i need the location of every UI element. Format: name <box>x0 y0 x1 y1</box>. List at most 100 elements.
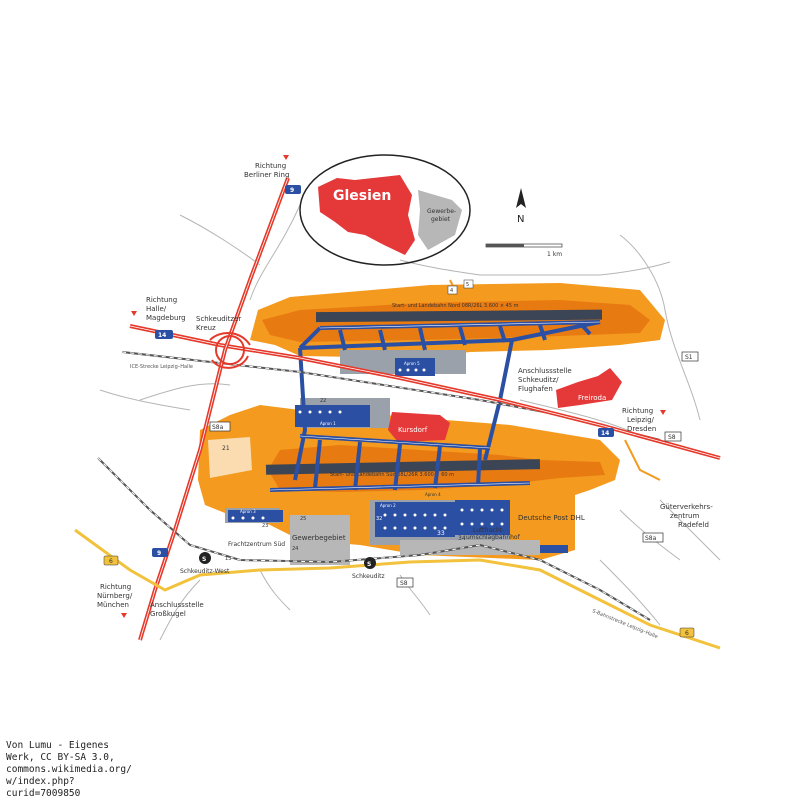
a9-north-shield: 9 <box>285 185 301 194</box>
gueterverkehrszentrum-label-1: Güterverkehrs- <box>660 503 713 511</box>
apron-4-label: Apron 4 <box>425 492 441 497</box>
schkeuditzer-kreuz-interchange <box>209 332 251 369</box>
highway-a14 <box>129 324 721 460</box>
luftfrachtumschlag-label-2: umschlagbahnhof <box>466 534 521 541</box>
north-arrow: N <box>516 188 526 225</box>
kursdorf-label: Kursdorf <box>398 426 428 434</box>
s8a-west-shield: S8a <box>209 421 231 432</box>
gewerbegebiet-south-label: Gewerbegebiet <box>292 534 346 542</box>
s8-south-shield-label: S8 <box>400 580 408 587</box>
s8-shield: S8 <box>664 431 682 442</box>
richtung-nuernberg-label-3: München <box>97 601 129 609</box>
s8a-east-shield-label: S8a <box>645 535 657 542</box>
s-station-west-label: S <box>202 556 206 563</box>
gewerbegebiet-north-label-2: gebiet <box>431 216 451 223</box>
stand-numbers: 21 33 34 13 22 23 24 25 32 <box>222 398 466 562</box>
anschlussstelle-flughafen-label-2: Schkeuditz/ <box>518 376 559 384</box>
glesien-highlight-ellipse <box>299 154 471 266</box>
schkeuditz-west-label: Schkeuditz-West <box>180 568 230 575</box>
gueterverkehrszentrum-label-2: zentrum <box>670 512 699 520</box>
runway-south <box>265 459 541 475</box>
richtung-berliner-ring-label-1: Richtung <box>255 162 286 170</box>
freiroda-settlement <box>556 368 622 408</box>
taxiway-edges <box>269 321 601 491</box>
stand-25: 25 <box>300 516 306 522</box>
a9-north-shield-label: 9 <box>290 187 294 194</box>
k5-shield: 5 <box>463 279 474 289</box>
stand-13: 13 <box>225 556 231 562</box>
richtung-nuernberg-label-2: Nürnberg/ <box>97 592 133 600</box>
aircraft-stands <box>231 368 504 530</box>
gewerbegebiet-north-area <box>418 190 462 250</box>
direction-triangles <box>121 155 666 618</box>
s-station-schkeuditz: S <box>364 557 376 569</box>
stand-33: 33 <box>437 530 445 537</box>
b6-east-shield-label: 6 <box>685 630 689 637</box>
north-arrow-label: N <box>517 214 524 225</box>
anschlussstelle-flughafen-label-3: Flughafen <box>518 385 553 393</box>
richtung-leipzig-label-3: Dresden <box>627 425 656 433</box>
deutsche-post-dhl-label: Deutsche Post DHL <box>518 514 585 522</box>
a14-shield-label: 14 <box>158 332 166 339</box>
schkeuditzer-kreuz-label-1: Schkeuditzer <box>196 315 241 323</box>
s8a-east-shield: S8a <box>642 532 664 543</box>
a14-east-shield-label: 14 <box>601 430 609 437</box>
place-labels: Richtung Berliner Ring Richtung Halle/ M… <box>97 162 713 618</box>
s8a-west-shield-label: S8a <box>212 424 224 431</box>
b6-west-shield: 6 <box>103 555 119 566</box>
richtung-leipzig-label-1: Richtung <box>622 407 653 415</box>
a9-south-shield-label: 9 <box>157 550 161 557</box>
richtung-halle-label-1: Richtung <box>146 296 177 304</box>
frachtzentrum-label: Frachtzentrum Süd <box>228 541 285 548</box>
ice-strecke-label: ICE-Strecke Leipzig–Halle <box>130 364 193 370</box>
b6-west-shield-label: 6 <box>109 558 113 565</box>
glesien-label: Glesien <box>333 188 391 204</box>
stand-22: 22 <box>320 398 326 404</box>
richtung-halle-label-3: Magdeburg <box>146 314 186 322</box>
s1-shield-label: S1 <box>685 354 693 361</box>
schkeuditzer-kreuz-label-2: Kreuz <box>196 324 216 332</box>
stand-32: 32 <box>376 516 382 522</box>
kursdorf-settlement <box>388 412 450 442</box>
k4-shield: 4 <box>447 285 458 295</box>
k4-shield-label: 4 <box>450 288 453 294</box>
schkeuditz-label: Schkeuditz <box>352 573 385 580</box>
richtung-leipzig-label-2: Leipzig/ <box>627 416 655 424</box>
runway-south-label: Start- und Landebahn Süd 08L/26R 3.600 ×… <box>330 472 454 478</box>
gueterverkehrszentrum-label-3: Radefeld <box>678 521 709 529</box>
s8-shield-label: S8 <box>668 434 676 441</box>
apron-3-label: Apron 3 <box>240 509 256 514</box>
b6-east-shield: 6 <box>679 627 695 638</box>
runway-north <box>315 309 603 323</box>
apron-2-label: Apron 2 <box>380 503 396 508</box>
a9-south-shield: 9 <box>152 548 168 557</box>
stand-34: 34 <box>458 535 466 542</box>
a14-east-shield: 14 <box>598 428 614 437</box>
stand-21: 21 <box>222 445 230 452</box>
anschlussstelle-grosskugel-label-1: Anschlussstelle <box>150 601 204 609</box>
runways <box>265 309 603 475</box>
s-station-schkeuditz-label: S <box>367 561 371 568</box>
anschlussstelle-flughafen-label-1: Anschlussstelle <box>518 367 572 375</box>
s-station-west: S <box>199 552 211 564</box>
s-bahn-railway <box>97 457 651 621</box>
a14-shield: 14 <box>155 330 173 339</box>
attribution-credit: Von Lumu - Eigenes Werk, CC BY-SA 3.0, c… <box>6 740 138 799</box>
scale-label: 1 km <box>547 251 562 258</box>
stand-23: 23 <box>262 523 268 529</box>
richtung-nuernberg-label-1: Richtung <box>100 583 131 591</box>
apron-1-label: Apron 1 <box>320 421 336 426</box>
k5-shield-label: 5 <box>466 282 469 288</box>
s8-south-shield: S8 <box>396 577 414 588</box>
anschlussstelle-grosskugel-label-2: Großkugel <box>150 610 186 618</box>
gewerbegebiet-north-label-1: Gewerbe- <box>427 208 456 215</box>
scale-bar: 1 km <box>485 243 563 258</box>
aprons <box>228 358 568 553</box>
minor-roads <box>99 204 721 641</box>
richtung-berliner-ring-label-2: Berliner Ring <box>244 171 289 179</box>
s1-shield: S1 <box>681 351 699 362</box>
glesien-settlement <box>318 175 415 255</box>
stand-24: 24 <box>292 546 298 552</box>
